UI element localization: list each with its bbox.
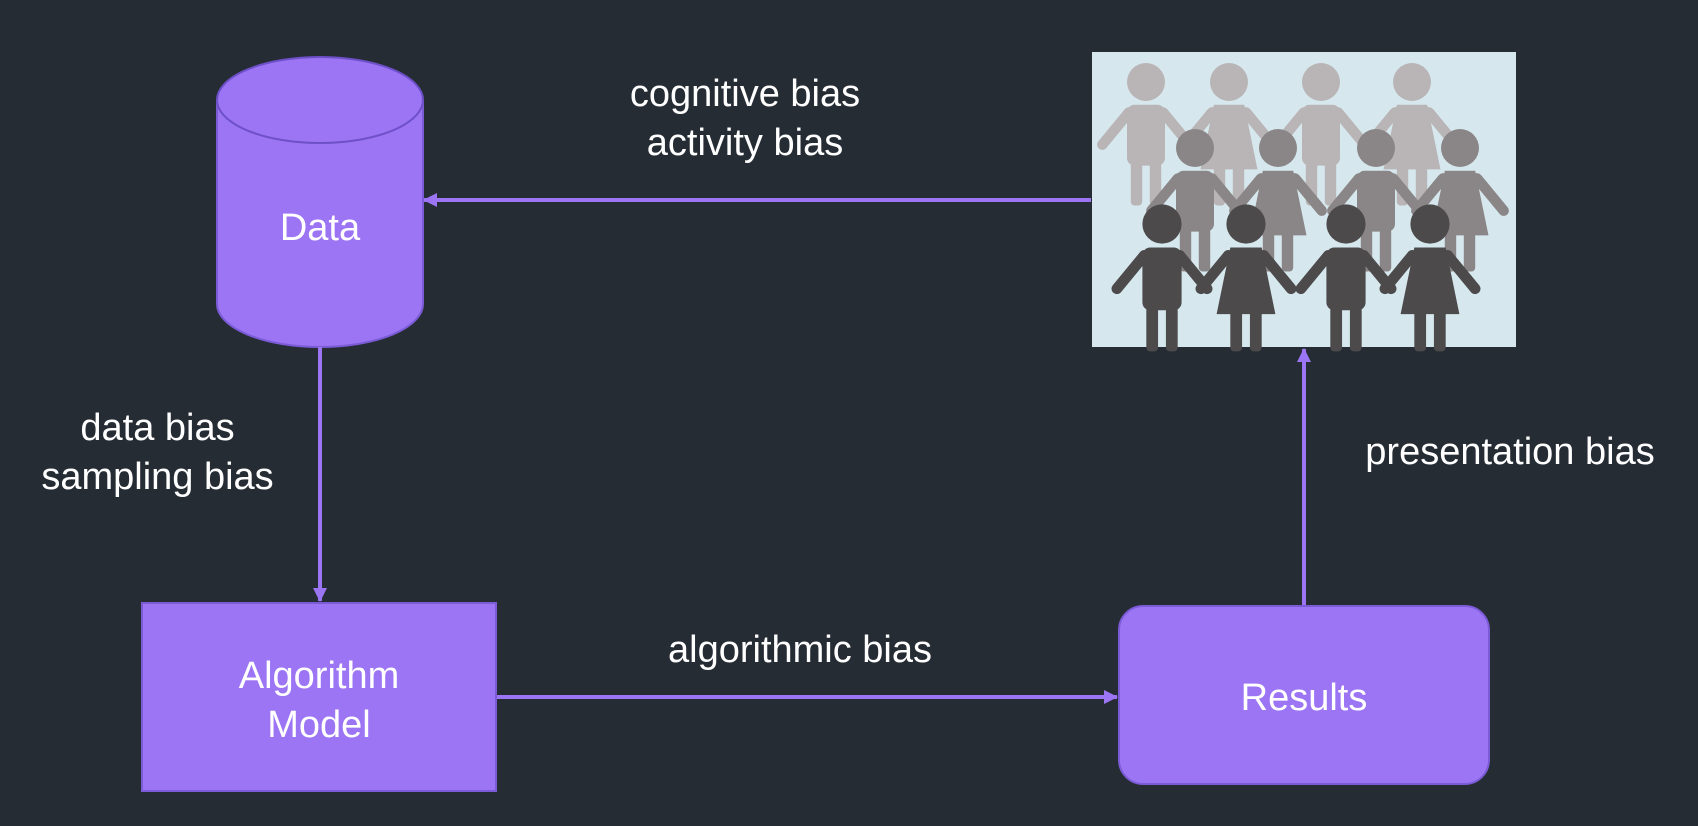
data-cylinder <box>216 56 424 348</box>
data-to-algorithm-bias-label: data bias sampling bias <box>20 404 295 502</box>
person-figure <box>1180 63 1278 206</box>
cognitive-bias-text: cognitive bias <box>629 73 861 115</box>
sampling-bias-text: sampling bias <box>41 456 274 498</box>
algorithmic-bias-label: algorithmic bias <box>668 629 932 671</box>
person-figure <box>1195 204 1297 352</box>
presentation-bias-label: presentation bias <box>1365 431 1655 473</box>
data-bias-text: data bias <box>80 407 235 449</box>
activity-bias-text: activity bias <box>646 122 844 164</box>
person-figure <box>1379 204 1481 352</box>
algorithm-model-box <box>141 602 497 792</box>
people-crowd-icon <box>1092 52 1516 352</box>
person-figure <box>1411 129 1509 272</box>
users-to-data-bias-label: cognitive bias activity bias <box>580 70 910 168</box>
results-box <box>1118 605 1490 785</box>
person-figure <box>1295 204 1397 352</box>
person-figure <box>1111 204 1213 352</box>
